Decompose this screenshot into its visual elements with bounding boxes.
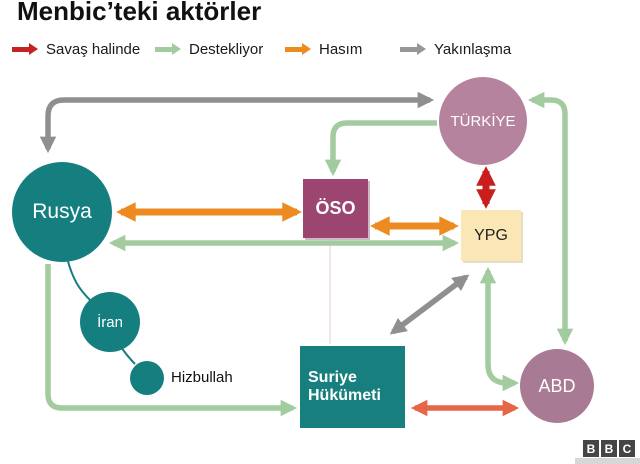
edge-turkiye-abd-supports xyxy=(527,91,574,346)
edge-ypg-abd-supports xyxy=(479,266,520,392)
edge-turkiye-oso-supports xyxy=(324,120,437,177)
bbc-logo-block: C xyxy=(619,440,635,457)
supports-arrow-icon xyxy=(155,42,181,55)
war-arrow-icon xyxy=(12,42,38,55)
legend-label: Savaş halinde xyxy=(46,40,141,58)
node-rusya: Rusya xyxy=(12,162,112,262)
bbc-logo-block: B xyxy=(601,440,617,457)
node-label: YPG xyxy=(474,226,508,244)
bbc-logo: B B C xyxy=(583,440,635,457)
legend-label: Hasım xyxy=(319,40,363,58)
node-label: ABD xyxy=(538,375,576,396)
node-label: TÜRKİYE xyxy=(450,112,516,130)
legend-item-rapprochement: Yakınlaşma xyxy=(400,38,511,60)
rapprochement-arrow-icon xyxy=(400,42,426,55)
node-label: İran xyxy=(97,313,123,331)
node-label: ÖSO xyxy=(315,198,356,218)
node-label: Rusya xyxy=(32,200,92,223)
legend-item-adversary: Hasım xyxy=(285,38,362,60)
node-iran: İran xyxy=(80,292,140,352)
node-hizbullah xyxy=(130,361,164,395)
page-title: Menbic’teki aktörler xyxy=(17,0,262,26)
edge-rusya-turkiye-rapprochement xyxy=(39,91,435,154)
edge-suriye-ypg-rapprochement xyxy=(389,274,470,335)
legend-item-supports: Destekliyor xyxy=(155,38,263,60)
legend-label: Destekliyor xyxy=(189,40,264,58)
edge-iran-hizbullah-link xyxy=(120,346,136,365)
node-ypg: YPG xyxy=(461,210,521,261)
node-oso: ÖSO xyxy=(303,179,368,238)
edge-rusya-iran-link xyxy=(66,257,91,301)
node-hizbullah-label: Hizbullah xyxy=(171,369,233,386)
node-turkiye: TÜRKİYE xyxy=(439,77,527,165)
node-suriye: Suriye Hükümeti xyxy=(300,346,405,428)
node-label: Suriye Hükümeti xyxy=(308,368,381,404)
legend-item-war: Savaş halinde xyxy=(12,38,140,60)
edge-rusya-suriye-supports xyxy=(45,264,298,417)
bbc-logo-block: B xyxy=(583,440,599,457)
legend: Savaş halinde Destekliyor Hasım Yakınlaş… xyxy=(12,38,628,60)
node-abd: ABD xyxy=(520,349,594,423)
adversary-arrow-icon xyxy=(285,42,311,55)
bbc-logo-strip xyxy=(575,458,640,464)
legend-label: Yakınlaşma xyxy=(434,40,512,58)
